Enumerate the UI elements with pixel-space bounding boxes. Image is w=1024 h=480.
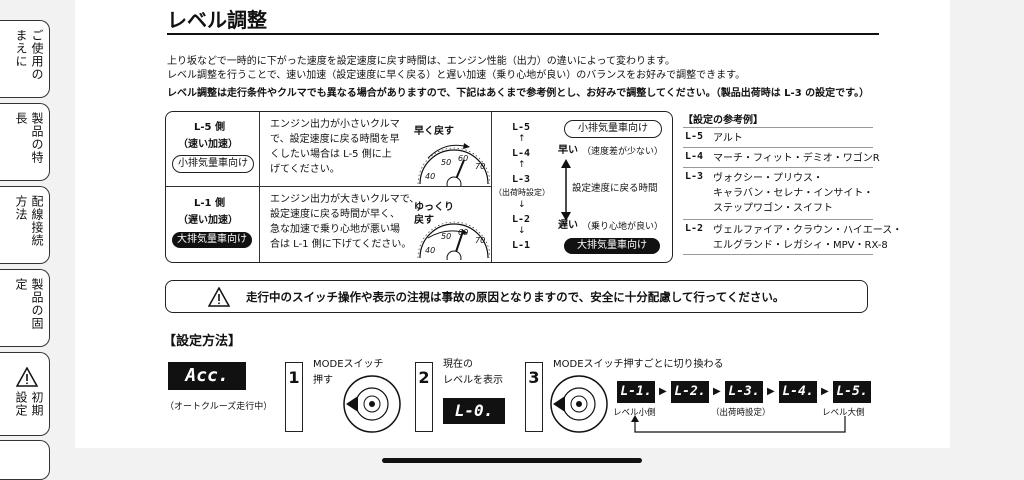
lcd-acc-display: Acc.: [168, 362, 246, 390]
reference-row: L-3 ヴォクシー・プリウス・ キャラバン・セレナ・インサイト・ ステップワゴン…: [683, 167, 873, 216]
warning-icon: [208, 287, 230, 307]
step-3-text: MODEスイッチ押すごとに切り換わる: [553, 359, 724, 370]
side-tab-initial-setup[interactable]: 初期設定: [0, 352, 50, 436]
side-tab-intro[interactable]: ご使用のまえに: [0, 20, 50, 98]
mode-switch-icon[interactable]: [340, 374, 404, 434]
step-1-text-1: MODEスイッチ: [313, 359, 384, 370]
scale-level-5: L-5: [512, 122, 531, 133]
large-engine-badge: 大排気量車向け: [172, 232, 252, 248]
sequence-level-4: L-4.: [779, 381, 817, 403]
side-tab-label: 配線接続方法: [14, 195, 44, 247]
step-1-number: 1: [285, 362, 303, 432]
step-2-number: 2: [415, 362, 433, 432]
warning-icon: [16, 367, 38, 387]
gauge-tick: 60: [458, 154, 469, 163]
reference-row: L-4 マーチ・フィット・デミオ・ワゴンR: [683, 147, 880, 166]
lcd-current-level: L-0.: [443, 398, 505, 424]
level-top-label: L-5 側: [194, 122, 225, 133]
gauge-tick: 70: [475, 236, 486, 245]
side-tab-features[interactable]: 製品の特長: [0, 103, 50, 181]
scale-slow-note: （乗り心地が良い）: [582, 222, 664, 232]
side-tab-label: 製品の固定: [14, 278, 44, 330]
level-bottom-label: L-1 側: [194, 198, 225, 209]
top-description-3: くしたい場合は L-5 側に上: [270, 149, 392, 160]
safety-warning: 走行中のスイッチ操作や表示の注視は事故の原因となりますので、安全に十分配慮して行…: [165, 280, 868, 313]
method-title: 【設定方法】: [163, 334, 242, 349]
sequence-label-mid: （出荷時設定）: [711, 408, 771, 418]
step-2-text-1: 現在の: [443, 359, 473, 370]
reference-row: L-5 アルト: [683, 127, 873, 146]
sequence-label-right: レベル大側: [822, 408, 865, 418]
double-arrow-icon: [561, 159, 571, 221]
display-note: （オートクルーズ走行中）: [165, 402, 273, 412]
gauge-tick: 50: [441, 158, 452, 167]
title-underline: [167, 33, 879, 35]
chevron-right-icon: ▶: [659, 386, 667, 397]
gauge-tick: 60: [458, 228, 469, 237]
side-tab-wiring[interactable]: 配線接続方法: [0, 186, 50, 264]
home-indicator[interactable]: [382, 458, 642, 463]
top-description-1: エンジン出力が小さいクルマ: [270, 119, 400, 130]
bottom-description-2: 設定速度に戻る時間が早く、: [270, 209, 400, 220]
intro-line-1: 上り坂などで一時的に下がった速度を設定速度に戻す時間は、エンジン性能（出力）の違…: [167, 56, 675, 67]
scale-slow: 遅い: [558, 220, 578, 231]
scale-level-1: L-1: [512, 240, 531, 251]
warning-text: 走行中のスイッチ操作や表示の注視は事故の原因となりますので、安全に十分配慮して行…: [246, 290, 785, 304]
side-tab-mounting[interactable]: 製品の固定: [0, 269, 50, 347]
gauge-tick: 40: [425, 246, 436, 255]
sequence-level-2: L-2.: [671, 381, 709, 403]
manual-page: レベル調整 上り坂などで一時的に下がった速度を設定速度に戻す時間は、エンジン性能…: [75, 0, 950, 448]
speedometer-fast-icon: [417, 143, 490, 186]
sequence-level-3: L-3.: [725, 381, 763, 403]
scale-level-2: L-2: [512, 214, 531, 225]
scale-fast: 早い: [558, 145, 578, 156]
scale-level-4: L-4: [512, 148, 531, 159]
reference-row: L-2 ヴェルファイア・クラウン・ハイエース・ エルグランド・レガシィ・MPV・…: [683, 219, 902, 255]
side-tab-label: 製品の特長: [14, 112, 44, 164]
top-description-2: で、設定速度に戻る時間を早: [270, 134, 400, 145]
sequence-level-1: L-1.: [617, 381, 655, 403]
side-tab-next[interactable]: [0, 440, 50, 480]
sequence-level-5: L-5.: [833, 381, 871, 403]
scale-middle-label: 設定速度に戻る時間: [572, 183, 658, 194]
intro-line-2: レベル調整を行うことで、速い加速（設定速度に早く戻る）と遅い加速（乗り心地が良い…: [167, 70, 746, 81]
gauge-tick: 50: [441, 232, 452, 241]
step-2-text-2: レベルを表示: [443, 375, 503, 386]
step-1-text-2: 押す: [313, 375, 333, 386]
gauge-tick: 70: [475, 162, 486, 171]
gauge-slow-label-1: ゆっくり: [414, 202, 454, 213]
mode-switch-icon[interactable]: [547, 374, 611, 434]
gauge-tick: 40: [425, 172, 436, 181]
side-tab-label: ご使用のまえに: [14, 29, 44, 81]
page-title: レベル調整: [167, 8, 267, 32]
intro-line-3: レベル調整は走行条件やクルマでも異なる場合がありますので、下記はあくまで参考例と…: [167, 88, 870, 99]
step-3-number: 3: [525, 362, 543, 432]
chevron-right-icon: ▶: [713, 386, 721, 397]
reference-title: 【設定の参考例】: [683, 115, 763, 126]
sequence-label-left: レベル小側: [613, 408, 656, 418]
bottom-description-4: 合は L-1 側に下げてください。: [270, 239, 412, 250]
bottom-description-3: 急な加速で乗り心地が悪い場: [270, 224, 400, 235]
bottom-description-1: エンジン出力が大きいクルマで、: [270, 194, 420, 205]
loop-back-arrow: [631, 415, 846, 433]
level-top-mode: （速い加速）: [178, 139, 238, 150]
speedometer-slow-icon: [417, 221, 490, 260]
gauge-slow-label-2: 戻す: [414, 215, 434, 226]
level-table: L-5 側 （速い加速） 小排気量車向け エンジン出力が小さいクルマ で、設定速…: [165, 111, 673, 263]
scale-default-note: （出荷時設定）: [494, 188, 550, 197]
scale-fast-note: （速度差が少ない）: [582, 147, 664, 157]
scale-large-engine-badge: 大排気量車向け: [564, 238, 660, 254]
level-bottom-mode: （遅い加速）: [178, 215, 238, 226]
small-engine-badge: 小排気量車向け: [172, 155, 254, 173]
side-tab-label: 初期設定: [14, 391, 44, 417]
scale-small-engine-badge: 小排気量車向け: [564, 120, 662, 138]
chevron-right-icon: ▶: [767, 386, 775, 397]
gauge-fast-label: 早く戻す: [414, 126, 454, 137]
top-description-4: げてください。: [270, 164, 340, 175]
scale-level-3: L-3: [512, 174, 531, 185]
chevron-right-icon: ▶: [821, 386, 829, 397]
